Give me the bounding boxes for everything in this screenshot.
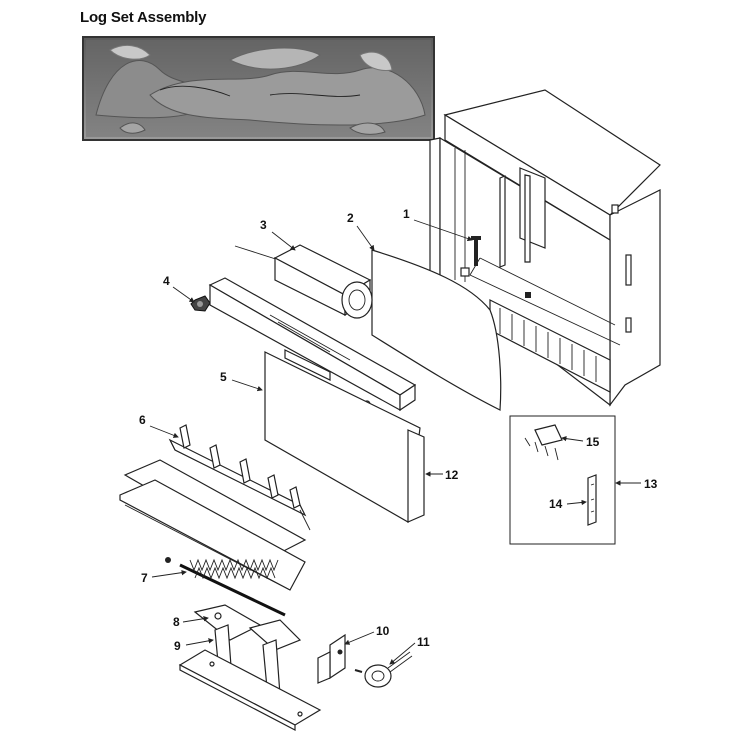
callout-14: 14 [549, 497, 563, 511]
callout-6: 6 [139, 413, 146, 427]
part-8-9-flame-assembly [193, 604, 302, 700]
log-set-photo [82, 36, 435, 141]
callout-5: 5 [220, 370, 227, 384]
base-plate [178, 649, 322, 731]
part-11-motor [354, 651, 413, 688]
callout-13: 13 [644, 477, 658, 491]
part-1-screw [471, 236, 481, 266]
part-14-bracket [587, 474, 597, 526]
part-12-panel [407, 429, 425, 523]
front-channel-bracket [208, 277, 417, 412]
part-7-ember-bed [165, 557, 286, 617]
callout-3: 3 [260, 218, 267, 232]
callout-7: 7 [141, 571, 148, 585]
callout-9: 9 [174, 639, 181, 653]
firebox-housing [429, 89, 661, 407]
leader-lines [149, 219, 641, 665]
callout-15: 15 [586, 435, 600, 449]
callout-4: 4 [163, 274, 170, 288]
page-title: Log Set Assembly [80, 9, 207, 26]
part-2-back-panel [371, 249, 502, 411]
part-4-nut [190, 295, 211, 312]
callout-1: 1 [403, 207, 410, 221]
ember-tray [119, 459, 307, 591]
part-10-bracket [317, 633, 346, 684]
part-3-blower [234, 244, 373, 319]
callout-12: 12 [445, 468, 459, 482]
callout-8: 8 [173, 615, 180, 629]
callout-10: 10 [376, 624, 390, 638]
callout-11: 11 [417, 635, 430, 649]
part-6-grate [168, 424, 311, 531]
callout-2: 2 [347, 211, 354, 225]
